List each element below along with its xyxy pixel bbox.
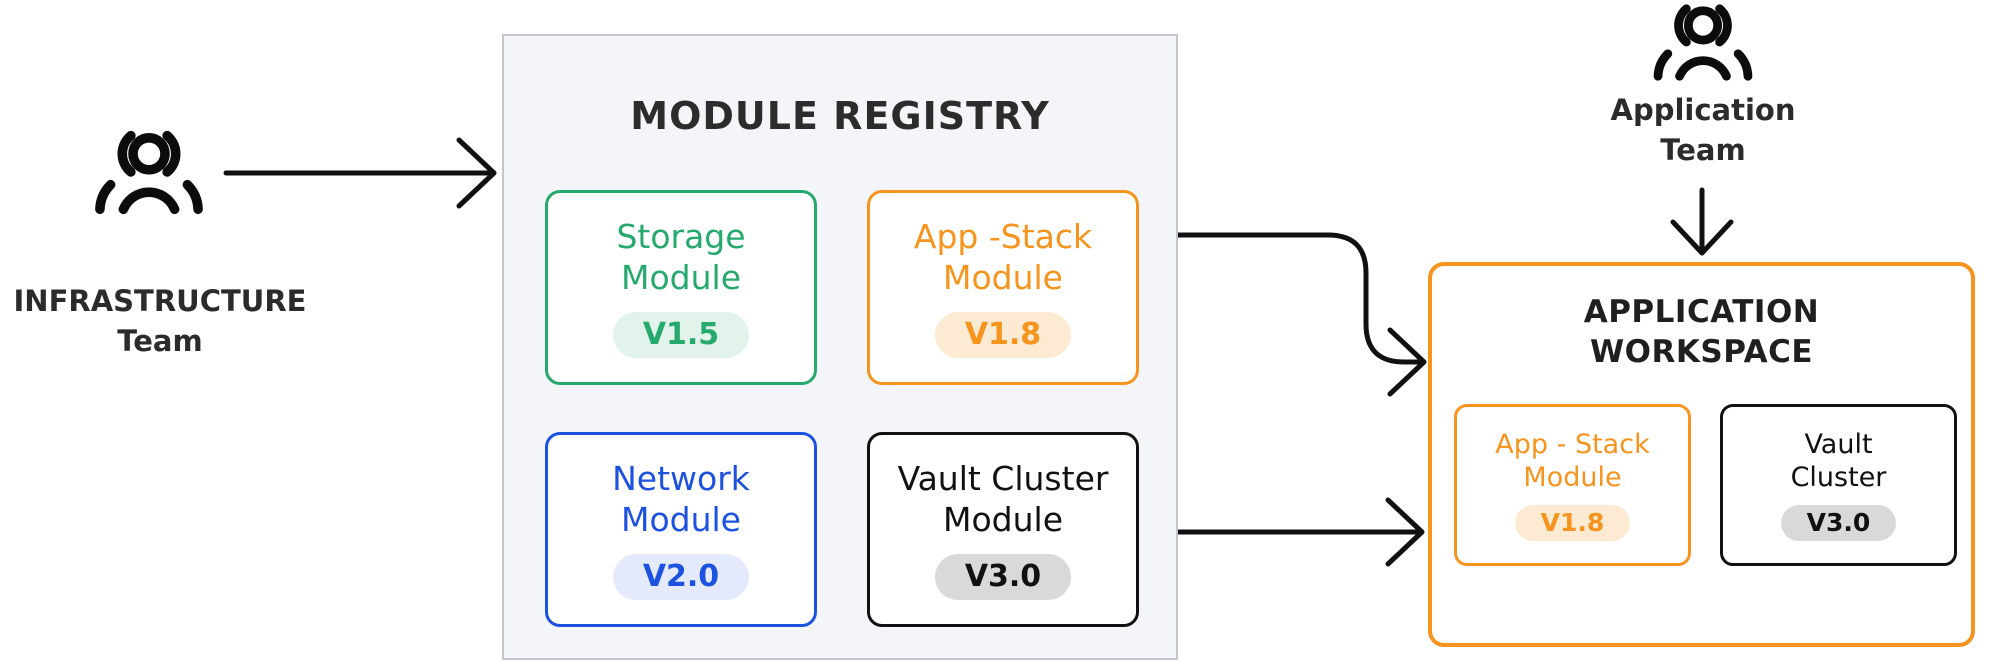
application-team-label: Application Team xyxy=(1542,90,1864,170)
workspace-vault-cluster-name: Vault Cluster xyxy=(1790,429,1887,493)
vault-cluster-module-name: Vault Cluster Module xyxy=(897,459,1109,539)
application-workspace-title: APPLICATION WORKSPACE xyxy=(1432,292,1971,373)
vault-cluster-module-card: Vault Cluster Module V3.0 xyxy=(867,432,1139,627)
arrow-vault-cluster-to-workspace xyxy=(1137,497,1425,567)
storage-module-version-badge: V1.5 xyxy=(612,311,750,358)
application-team-label-line1: Application xyxy=(1610,93,1796,127)
network-module-version-badge: V2.0 xyxy=(612,553,750,600)
arrow-app-stack-to-workspace xyxy=(1137,232,1427,397)
network-module-card: Network Module V2.0 xyxy=(545,432,817,627)
workspace-app-stack-version-badge: V1.8 xyxy=(1514,504,1631,541)
application-workspace-panel: APPLICATION WORKSPACE App - Stack Module… xyxy=(1428,262,1975,647)
storage-module-name: Storage Module xyxy=(616,217,746,297)
people-group-icon xyxy=(1638,0,1768,86)
application-team-label-line2: Team xyxy=(1660,133,1746,168)
workspace-app-stack-module-card: App - Stack Module V1.8 xyxy=(1454,404,1691,566)
network-module-name: Network Module xyxy=(612,459,750,539)
app-stack-module-version-badge: V1.8 xyxy=(934,311,1072,358)
arrow-infra-team-to-registry xyxy=(223,137,497,209)
module-registry-title: MODULE REGISTRY xyxy=(630,94,1050,138)
app-stack-module-card: App -Stack Module V1.8 xyxy=(867,190,1139,385)
app-stack-module-name: App -Stack Module xyxy=(913,217,1093,297)
vault-cluster-module-version-badge: V3.0 xyxy=(934,553,1072,600)
workspace-vault-cluster-card: Vault Cluster V3.0 xyxy=(1720,404,1957,566)
arrow-app-team-to-workspace xyxy=(1670,187,1734,256)
application-workspace-title-line2: WORKSPACE xyxy=(1589,334,1814,371)
workspace-app-stack-module-name: App - Stack Module xyxy=(1495,429,1650,493)
module-registry-panel: MODULE REGISTRY Storage Module V1.5 App … xyxy=(502,34,1178,660)
infrastructure-team-label-line1: INFRASTRUCTURE xyxy=(13,284,307,318)
infrastructure-team-label: INFRASTRUCTURE Team xyxy=(0,281,320,361)
storage-module-card: Storage Module V1.5 xyxy=(545,190,817,385)
people-group-icon xyxy=(85,126,213,220)
workspace-vault-cluster-version-badge: V3.0 xyxy=(1780,504,1897,541)
infrastructure-team-label-line2: Team xyxy=(117,324,203,359)
application-workspace-title-line1: APPLICATION xyxy=(1583,294,1820,330)
